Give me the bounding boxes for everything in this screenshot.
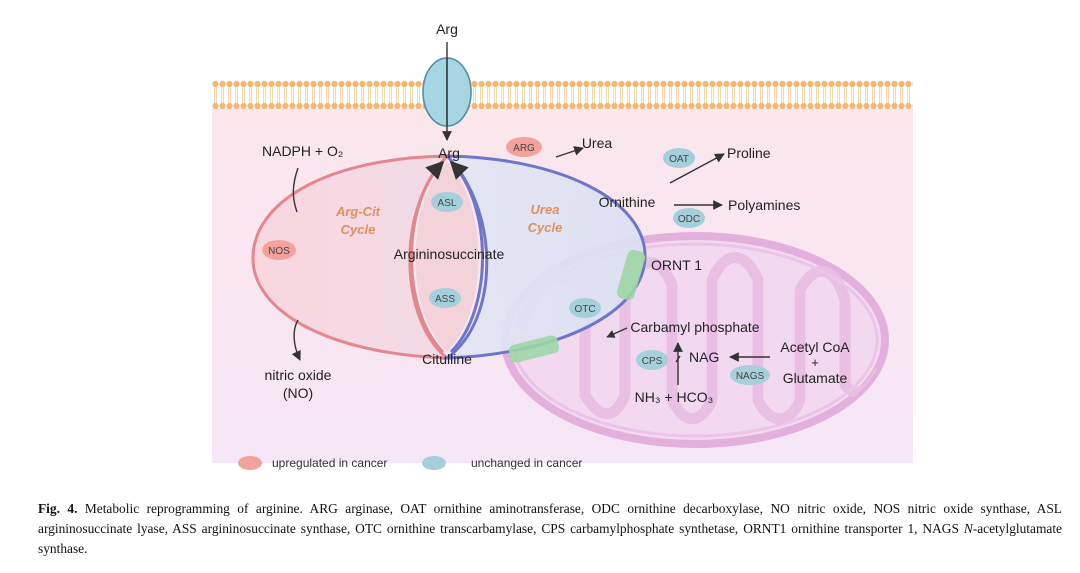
- svg-text:ASL: ASL: [438, 198, 457, 209]
- legend-unchanged-label: unchanged in cancer: [471, 456, 582, 470]
- svg-text:NOS: NOS: [268, 246, 290, 257]
- nh3-hco3-label: NH₃ + HCO₃: [635, 389, 714, 405]
- arg-cit-cycle-label-2: Cycle: [341, 222, 376, 237]
- enzyme-nags-badge: NAGS: [730, 365, 770, 385]
- citrulline-transporter: [508, 335, 560, 363]
- legend-upregulated-label: upregulated in cancer: [272, 456, 387, 470]
- arginine-metabolism-figure: ARG OAT ODC NOS ASL ASS OTC CPS NAGS Arg…: [212, 21, 913, 470]
- enzyme-arg-badge: ARG: [506, 137, 542, 157]
- svg-text:ASS: ASS: [435, 294, 455, 305]
- caption-text-end: -acetylglutamate synthase.: [38, 521, 1062, 556]
- nadph-input-arrow: [292, 167, 299, 213]
- nadph-o2-label: NADPH + O₂: [262, 143, 343, 159]
- polyamines-label: Polyamines: [728, 197, 800, 213]
- ornithine-label: Ornithine: [599, 194, 656, 210]
- nag-label: NAG: [689, 349, 719, 365]
- svg-text:OAT: OAT: [669, 154, 689, 165]
- argininosuccinate-label: Argininosuccinate: [394, 246, 505, 262]
- proline-label: Proline: [727, 145, 771, 161]
- plus-label: +: [811, 355, 819, 370]
- arg-cit-cycle-label-1: Arg-Cit: [335, 204, 381, 219]
- svg-text:CPS: CPS: [642, 356, 663, 367]
- nitric-oxide-label: nitric oxide: [265, 367, 332, 383]
- urea-cycle-label-2: Cycle: [528, 220, 563, 235]
- urea-arrow: [555, 146, 584, 158]
- no-abbrev-label: (NO): [283, 385, 313, 401]
- no-output-arrow: [291, 319, 301, 361]
- caption-text: Metabolic reprogramming of arginine. ARG…: [38, 501, 1062, 536]
- glutamate-label: Glutamate: [783, 370, 848, 386]
- enzyme-oat-badge: OAT: [663, 148, 695, 168]
- enzyme-asl-badge: ASL: [431, 192, 463, 212]
- proline-arrow: [669, 153, 725, 184]
- arg-cit-cycle: [251, 154, 452, 360]
- legend: upregulated in cancer unchanged in cance…: [238, 456, 582, 470]
- figure-caption: Fig. 4. Metabolic reprogramming of argin…: [38, 499, 1062, 559]
- legend-unchanged-swatch: [422, 456, 446, 470]
- ornt1-transporter: [616, 249, 646, 301]
- svg-text:OTC: OTC: [574, 304, 595, 315]
- cycle-overlap: [415, 162, 479, 352]
- caption-label: Fig. 4.: [38, 501, 78, 516]
- carbamyl-phosphate-label: Carbamyl phosphate: [630, 319, 759, 335]
- svg-text:NAGS: NAGS: [736, 371, 765, 382]
- caption-italic: N: [963, 521, 973, 536]
- cell-membrane: [212, 80, 913, 110]
- ornt1-label: ORNT 1: [651, 257, 702, 273]
- enzyme-cps-badge: CPS: [636, 350, 668, 370]
- legend-upregulated-swatch: [238, 456, 262, 470]
- arg-intracellular-label: Arg: [438, 145, 460, 161]
- arg-extracellular-label: Arg: [436, 21, 458, 37]
- enzyme-odc-badge: ODC: [673, 208, 705, 228]
- enzyme-ass-badge: ASS: [429, 288, 461, 308]
- svg-text:ODC: ODC: [678, 214, 700, 225]
- enzyme-nos-badge: NOS: [262, 240, 296, 260]
- urea-label: Urea: [582, 135, 613, 151]
- acetyl-coa-label: Acetyl CoA: [780, 339, 850, 355]
- arginine-diagram: ARG OAT ODC NOS ASL ASS OTC CPS NAGS Arg…: [212, 21, 913, 470]
- otc-arrow: [606, 327, 628, 338]
- enzyme-otc-badge: OTC: [569, 298, 601, 318]
- citrulline-label: Citulline: [422, 351, 472, 367]
- urea-cycle-label-1: Urea: [531, 202, 560, 217]
- svg-text:ARG: ARG: [513, 143, 535, 154]
